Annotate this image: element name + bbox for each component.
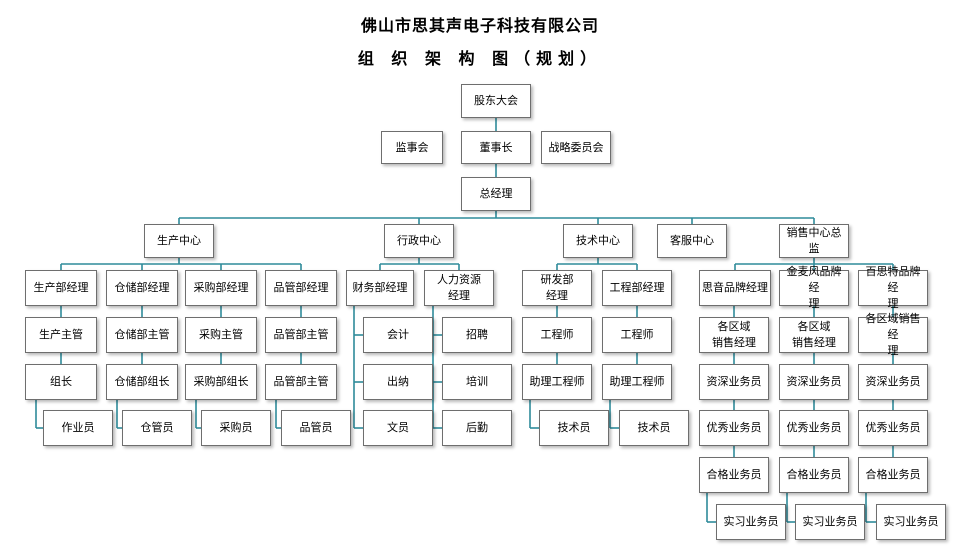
org-node-technician1: 技术员 (539, 410, 609, 446)
org-node-region2-mgr: 各区域 销售经理 (779, 317, 849, 353)
org-node-buyer: 采购员 (201, 410, 271, 446)
org-node-intern1: 实习业务员 (716, 504, 786, 540)
org-node-tech: 技术中心 (563, 224, 633, 258)
org-node-worker: 作业员 (43, 410, 113, 446)
org-node-technician2: 技术员 (619, 410, 689, 446)
org-node-qualified3: 合格业务员 (858, 457, 928, 493)
org-node-admin: 行政中心 (384, 224, 454, 258)
org-node-accountant: 会计 (363, 317, 433, 353)
company-title: 佛山市思其声电子科技有限公司 (360, 16, 599, 35)
org-node-hr-mgr: 人力资源 经理 (424, 270, 494, 306)
org-node-strategy: 战略委员会 (541, 131, 611, 164)
org-node-chairman: 董事长 (461, 131, 531, 164)
org-node-intern2: 实习业务员 (795, 504, 865, 540)
org-node-pur-sup: 采购主管 (185, 317, 257, 353)
org-node-prod-sup: 生产主管 (25, 317, 97, 353)
org-node-clerk: 文员 (363, 410, 433, 446)
org-node-asst-eng2: 助理工程师 (602, 364, 672, 400)
org-node-recruit: 招聘 (442, 317, 512, 353)
org-node-pur-lead: 采购部组长 (185, 364, 257, 400)
org-node-qualified2: 合格业务员 (779, 457, 849, 493)
chart-subtitle: 组 织 架 构 图（规划） (357, 49, 603, 68)
org-node-shareholders: 股东大会 (461, 84, 531, 118)
org-node-wh-lead: 仓储部组长 (106, 364, 178, 400)
org-node-excellent3: 优秀业务员 (858, 410, 928, 446)
org-node-region1-mgr: 各区域 销售经理 (699, 317, 769, 353)
org-node-wh-sup: 仓储部主管 (106, 317, 178, 353)
org-node-brand2-mgr: 金麦风品牌经 理 (779, 265, 849, 310)
org-node-production: 生产中心 (144, 224, 214, 258)
org-node-prod-mgr: 生产部经理 (25, 270, 97, 306)
org-node-fin-mgr: 财务部经理 (346, 270, 414, 306)
org-node-inspector: 品管员 (281, 410, 351, 446)
org-node-rd-mgr: 研发部 经理 (522, 270, 592, 306)
org-node-brand1-mgr: 思音品牌经理 (699, 270, 771, 306)
org-node-prod-lead: 组长 (25, 364, 97, 400)
org-node-training: 培训 (442, 364, 512, 400)
org-node-qualified1: 合格业务员 (699, 457, 769, 493)
org-node-engineer2: 工程师 (602, 317, 672, 353)
org-node-senior1: 资深业务员 (699, 364, 769, 400)
org-node-intern3: 实习业务员 (876, 504, 946, 540)
org-node-logistics: 后勤 (442, 410, 512, 446)
org-node-cashier: 出纳 (363, 364, 433, 400)
org-node-engineer1: 工程师 (522, 317, 592, 353)
org-node-qa-mgr: 品管部经理 (265, 270, 337, 306)
org-node-senior3: 资深业务员 (858, 364, 928, 400)
org-node-qa-sup: 品管部主管 (265, 317, 337, 353)
org-node-qa-sup2: 品管部主管 (265, 364, 337, 400)
org-node-region3-mgr: 各区域销售经 理 (858, 312, 928, 357)
org-node-storekeeper: 仓管员 (122, 410, 192, 446)
org-node-sales: 销售中心总监 (779, 224, 849, 258)
org-node-excellent2: 优秀业务员 (779, 410, 849, 446)
org-node-wh-mgr: 仓储部经理 (106, 270, 178, 306)
org-node-eng-mgr: 工程部经理 (602, 270, 672, 306)
org-node-excellent1: 优秀业务员 (699, 410, 769, 446)
org-node-pur-mgr: 采购部经理 (185, 270, 257, 306)
org-node-gm: 总经理 (461, 177, 531, 211)
org-node-brand3-mgr: 百思特品牌经 理 (858, 265, 928, 310)
org-node-supervisors: 监事会 (381, 131, 443, 164)
org-node-service: 客服中心 (657, 224, 727, 258)
org-node-senior2: 资深业务员 (779, 364, 849, 400)
org-node-asst-eng1: 助理工程师 (522, 364, 592, 400)
